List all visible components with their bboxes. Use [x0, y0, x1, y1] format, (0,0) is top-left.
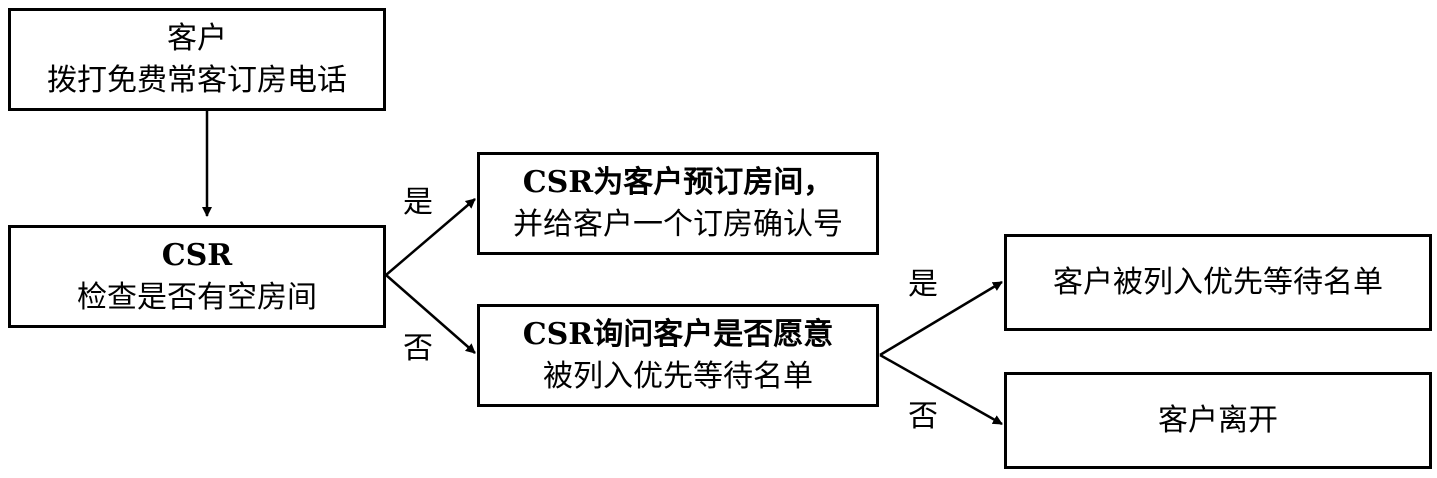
node-customer-calls: 客户 拨打免费常客订房电话 — [8, 8, 386, 111]
arrow-ask-to-leave — [879, 353, 1003, 426]
arrow-check-to-ask — [385, 274, 476, 354]
node-customer-waitlisted-line1: 客户被列入优先等待名单 — [1053, 264, 1383, 300]
edge-label-ask-yes: 是 — [908, 267, 938, 302]
edge-label-ask-no: 否 — [908, 399, 938, 434]
node-customer-leaves-line1: 客户离开 — [1158, 402, 1278, 438]
node-csr-check-line2: 检查是否有空房间 — [77, 279, 317, 315]
node-csr-ask: CSR询问客户是否愿意 被列入优先等待名单 — [477, 304, 879, 407]
node-customer-waitlisted: 客户被列入优先等待名单 — [1004, 234, 1432, 331]
node-csr-check-line1: CSR — [161, 237, 233, 273]
node-csr-reserve: CSR为客户预订房间， 并给客户一个订房确认号 — [477, 152, 879, 255]
node-customer-leaves: 客户离开 — [1004, 372, 1432, 469]
node-csr-reserve-line1: CSR为客户预订房间， — [522, 164, 834, 200]
node-csr-ask-line2: 被列入优先等待名单 — [543, 358, 813, 394]
edge-label-check-yes: 是 — [403, 185, 433, 220]
node-csr-ask-line1: CSR询问客户是否愿意 — [522, 316, 834, 352]
node-customer-calls-line1: 客户 — [167, 20, 227, 56]
node-csr-reserve-line2: 并给客户一个订房确认号 — [513, 206, 843, 242]
node-customer-calls-line2: 拨打免费常客订房电话 — [47, 62, 347, 98]
edge-label-check-no: 否 — [403, 331, 433, 366]
arrow-check-to-reserve — [385, 198, 476, 276]
node-csr-check: CSR 检查是否有空房间 — [8, 225, 386, 328]
arrow-ask-to-waitlist — [879, 280, 1003, 357]
